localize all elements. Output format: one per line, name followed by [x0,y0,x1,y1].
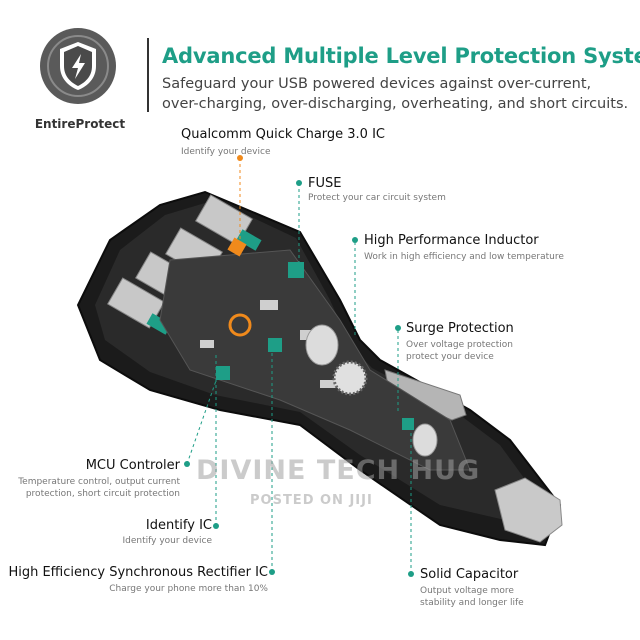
surge-desc: Over voltage protection protect your dev… [406,339,513,363]
identify-ic-desc: Identify your device [122,536,213,546]
capacitor-desc-line-1: Output voltage more [420,586,514,596]
rectifier-label: High Efficiency Synchronous Rectifier IC [8,565,268,580]
shield-lightning-icon [40,28,116,104]
rectifier-desc: Charge your phone more than 10% [109,584,268,594]
fuse-desc: Protect your car circuit system [308,193,446,203]
badge-label: EntireProtect [34,117,126,131]
page-subtitle: Safeguard your USB powered devices again… [162,74,628,114]
inductor-label: High Performance Inductor [364,233,539,248]
capacitor-desc: Output voltage more stability and longer… [420,585,524,609]
qualcomm-label: Qualcomm Quick Charge 3.0 IC [181,127,386,142]
surge-desc-line-2: protect your device [406,352,494,362]
subtitle-line-2: over-charging, over-discharging, overhea… [162,96,629,112]
fuse-label: FUSE [308,176,342,191]
header-divider [147,38,149,112]
surge-desc-line-1: Over voltage protection [406,340,513,350]
mcu-desc-line-1: Temperature control, output current [18,477,180,487]
mcu-desc-line-2: protection, short circuit protection [25,489,180,499]
subtitle-line-1: Safeguard your USB powered devices again… [162,76,592,92]
inductor-desc: Work in high efficiency and low temperat… [364,252,564,262]
capacitor-desc-line-2: stability and longer life [420,598,524,608]
surge-label: Surge Protection [406,321,514,336]
qualcomm-desc: Identify your device [181,147,271,157]
watermark-text: DIVINE TECH HUG [196,455,481,486]
identify-ic-label: Identify IC [145,518,212,533]
mcu-desc: Temperature control, output current prot… [18,476,180,500]
mcu-label: MCU Controler [85,458,180,473]
page-title: Advanced Multiple Level Protection Syste… [162,44,640,68]
watermark-subtext: POSTED ON JIJI [250,493,373,508]
capacitor-label: Solid Capacitor [420,567,519,582]
